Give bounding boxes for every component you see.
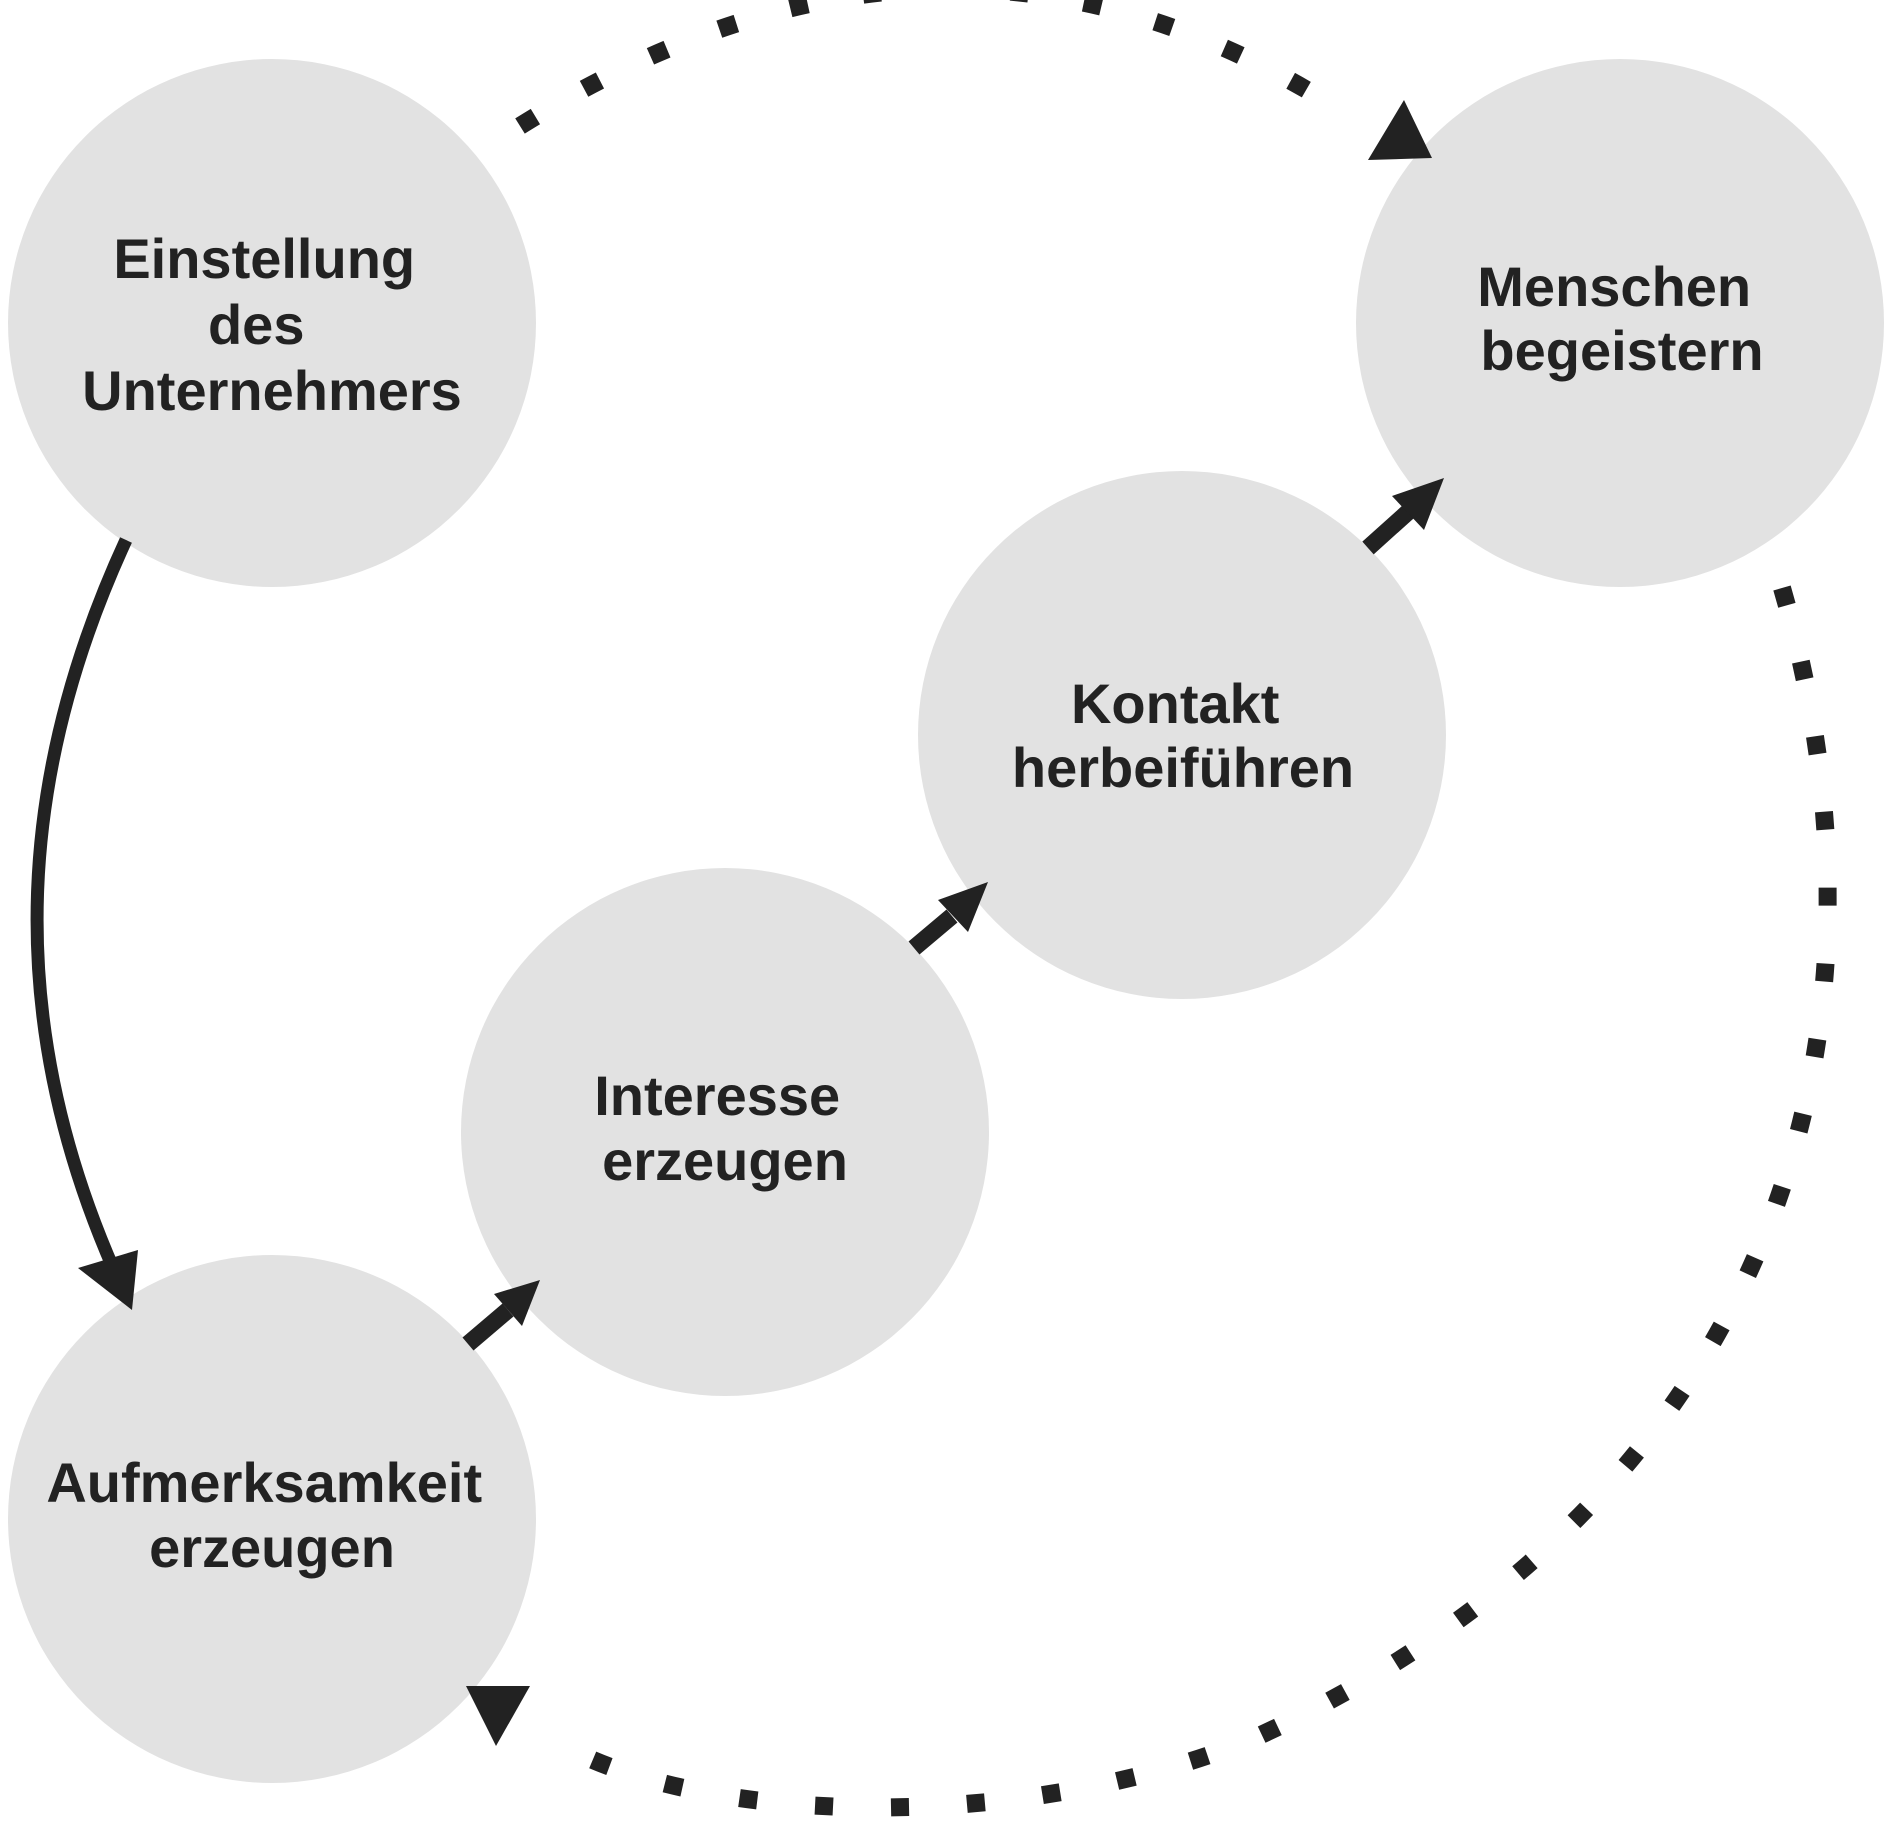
label-line: begeistern xyxy=(1480,319,1763,382)
label-interesse: Interesse erzeugen xyxy=(594,1064,856,1192)
label-line: Einstellung xyxy=(113,227,415,290)
edge-menschen-aufmerksamkeit xyxy=(466,585,1837,1817)
label-line: Interesse xyxy=(594,1064,840,1127)
edge-interesse-kontakt xyxy=(908,882,988,955)
arrowhead-icon xyxy=(1368,100,1432,160)
label-line: erzeugen xyxy=(602,1129,848,1192)
node-menschen xyxy=(1356,59,1884,587)
label-line: Aufmerksamkeit xyxy=(46,1451,482,1514)
short-arrow-line xyxy=(462,1303,514,1351)
label-line: erzeugen xyxy=(149,1516,395,1579)
edge-kontakt-menschen xyxy=(1362,478,1444,555)
dotted-arc-line xyxy=(515,0,1345,134)
label-line: herbeiführen xyxy=(1012,736,1354,799)
short-arrow-line xyxy=(908,909,958,955)
label-line: Unternehmers xyxy=(82,359,462,422)
arrowhead-icon xyxy=(494,1280,540,1326)
label-line: Kontakt xyxy=(1071,672,1279,735)
labels: Einstellung des Unternehmers Menschen be… xyxy=(46,227,1766,1579)
nodes xyxy=(8,59,1884,1783)
arrowhead-icon xyxy=(466,1686,530,1746)
label-einstellung: Einstellung des Unternehmers xyxy=(82,227,462,422)
arrowhead-icon xyxy=(78,1250,138,1310)
label-aufmerksamkeit: Aufmerksamkeit erzeugen xyxy=(46,1451,497,1579)
node-aufmerksamkeit xyxy=(8,1255,536,1783)
solid-curved-arrow-line xyxy=(30,537,132,1273)
edge-aufmerksamkeit-interesse xyxy=(462,1280,540,1351)
arrowhead-icon xyxy=(938,882,988,932)
node-einstellung xyxy=(8,59,536,587)
arrowhead-icon xyxy=(1392,478,1444,530)
short-arrow-line xyxy=(1362,505,1414,555)
node-interesse xyxy=(461,868,989,1396)
label-menschen: Menschen begeistern xyxy=(1477,255,1766,382)
label-line: des xyxy=(208,293,305,356)
node-kontakt xyxy=(918,471,1446,999)
label-line: Menschen xyxy=(1477,255,1751,318)
edge-einstellung-aufmerksamkeit xyxy=(30,537,138,1310)
edge-einstellung-menschen xyxy=(515,0,1432,160)
label-kontakt: Kontakt herbeiführen xyxy=(1012,672,1354,799)
